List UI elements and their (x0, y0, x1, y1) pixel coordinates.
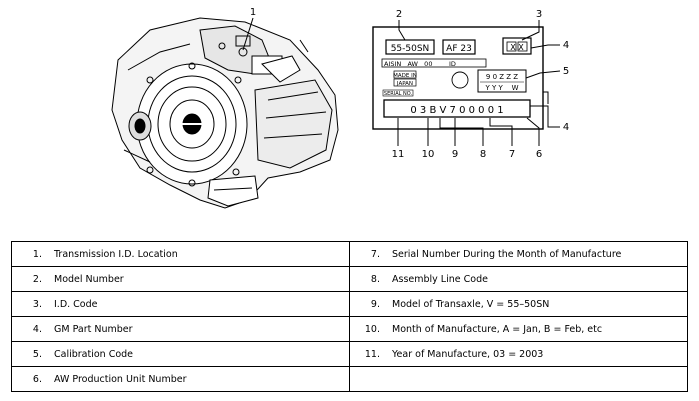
legend-item-text: Assembly Line Code (392, 273, 488, 285)
legend-item-text: I.D. Code (54, 298, 98, 310)
callout-3: 3 (536, 9, 542, 20)
legend-item-number: 1. (32, 248, 42, 260)
legend-cell: 3. I.D. Code (11, 291, 350, 317)
model-code-box (442, 39, 476, 55)
legend-item-text: AW Production Unit Number (54, 373, 187, 385)
legend-item-number: 10. (364, 323, 380, 335)
gm-part-row-text: 9 0 Z Z Z (486, 73, 518, 81)
id-code-text: X X (510, 43, 524, 52)
legend-row: 4. GM Part Number 10. Month of Manufacture,… (11, 316, 688, 342)
legend-item-text: Month of Manufacture, A = Jan, B = Feb, … (392, 323, 603, 335)
plate-circle-mark (451, 71, 469, 89)
legend-item-text: Transmission I.D. Location (54, 248, 178, 260)
legend-row: 1. Transmission I.D. Location 7. Serial Num… (11, 241, 688, 267)
callout-4-bottom: 4 (563, 122, 569, 133)
callout-2: 2 (396, 9, 402, 20)
legend-cell: 6. AW Production Unit Number (11, 366, 350, 392)
legend-item-text: Calibration Code (54, 348, 134, 360)
callout-11: 11 (392, 149, 405, 160)
callout-1: 1 (250, 7, 256, 18)
legend-table: 1. Transmission I.D. Location 7. Serial Num… (11, 241, 688, 392)
callout-4-top: 4 (563, 40, 569, 51)
legend-item-number: 2. (32, 273, 42, 285)
legend-cell: 8. Assembly Line Code (349, 266, 688, 292)
calibration-row-text: Y Y Y W (484, 84, 518, 92)
model-number-box (385, 39, 435, 55)
callout-1-leader (242, 17, 254, 51)
legend-item-number: 7. (370, 248, 380, 260)
japan-text: JAPAN (396, 81, 413, 87)
legend-item-number: 9. (370, 298, 380, 310)
callout-leaders (397, 20, 561, 146)
legend-row: 2. Model Number 8. Assembly Line Code (11, 266, 688, 292)
aisin-row-text: AISIN AW 00 ID (384, 60, 456, 68)
callout-10: 10 (422, 149, 435, 160)
transaxle-illustration (111, 17, 339, 209)
legend-item-number: 6. (32, 373, 42, 385)
serial-no-text: SERIAL NO. (384, 91, 413, 97)
legend-cell: 10. Month of Manufacture, A = Jan, B = Fe… (349, 316, 688, 342)
legend-cell: 2. Model Number (11, 266, 350, 292)
legend-cell: 7. Serial Number During the Month of Manu… (349, 241, 688, 267)
legend-item-text: Year of Manufacture, 03 = 2003 (392, 348, 544, 360)
legend-row: 5. Calibration Code 11. Year of Manufacture… (11, 341, 688, 367)
legend-cell (349, 366, 688, 392)
legend-cell: 4. GM Part Number (11, 316, 350, 342)
legend-cell: 11. Year of Manufacture, 03 = 2003 (349, 341, 688, 367)
model-code-text: AF 23 (446, 44, 472, 54)
legend-item-text: Serial Number During the Month of Manufa… (392, 248, 622, 260)
serial-digits-text: 0 3 B V 7 0 0 0 0 1 (410, 105, 503, 116)
legend-item-text: GM Part Number (54, 323, 133, 335)
legend-row: 6. AW Production Unit Number (11, 366, 688, 392)
transmission-id-diagram: 1 55-50SN AF 23 X X AISIN AW 00 ID MADE … (111, 7, 569, 209)
legend-cell: 9. Model of Transaxle, V = 55–50SN (349, 291, 688, 317)
legend-cell: 5. Calibration Code (11, 341, 350, 367)
legend-cell: 1. Transmission I.D. Location (11, 241, 350, 267)
legend-item-number: 5. (32, 348, 42, 360)
callout-5: 5 (563, 66, 569, 77)
callout-7: 7 (509, 149, 515, 160)
legend-item-number: 11. (364, 348, 380, 360)
legend-item-number: 4. (32, 323, 42, 335)
model-number-text: 55-50SN (391, 44, 430, 54)
callout-8: 8 (480, 149, 486, 160)
callout-6: 6 (536, 149, 542, 160)
legend-item-number: 8. (370, 273, 380, 285)
callout-9: 9 (452, 149, 458, 160)
legend-row: 3. I.D. Code 9. Model of Transaxle, V = 55–… (11, 291, 688, 317)
id-label-plate: 55-50SN AF 23 X X AISIN AW 00 ID MADE IN… (372, 26, 544, 130)
legend-item-text: Model of Transaxle, V = 55–50SN (392, 298, 550, 310)
legend-item-text: Model Number (54, 273, 124, 285)
legend-item-number: 3. (32, 298, 42, 310)
serial-number-box (383, 99, 531, 118)
made-in-text: MADE IN (393, 73, 417, 79)
